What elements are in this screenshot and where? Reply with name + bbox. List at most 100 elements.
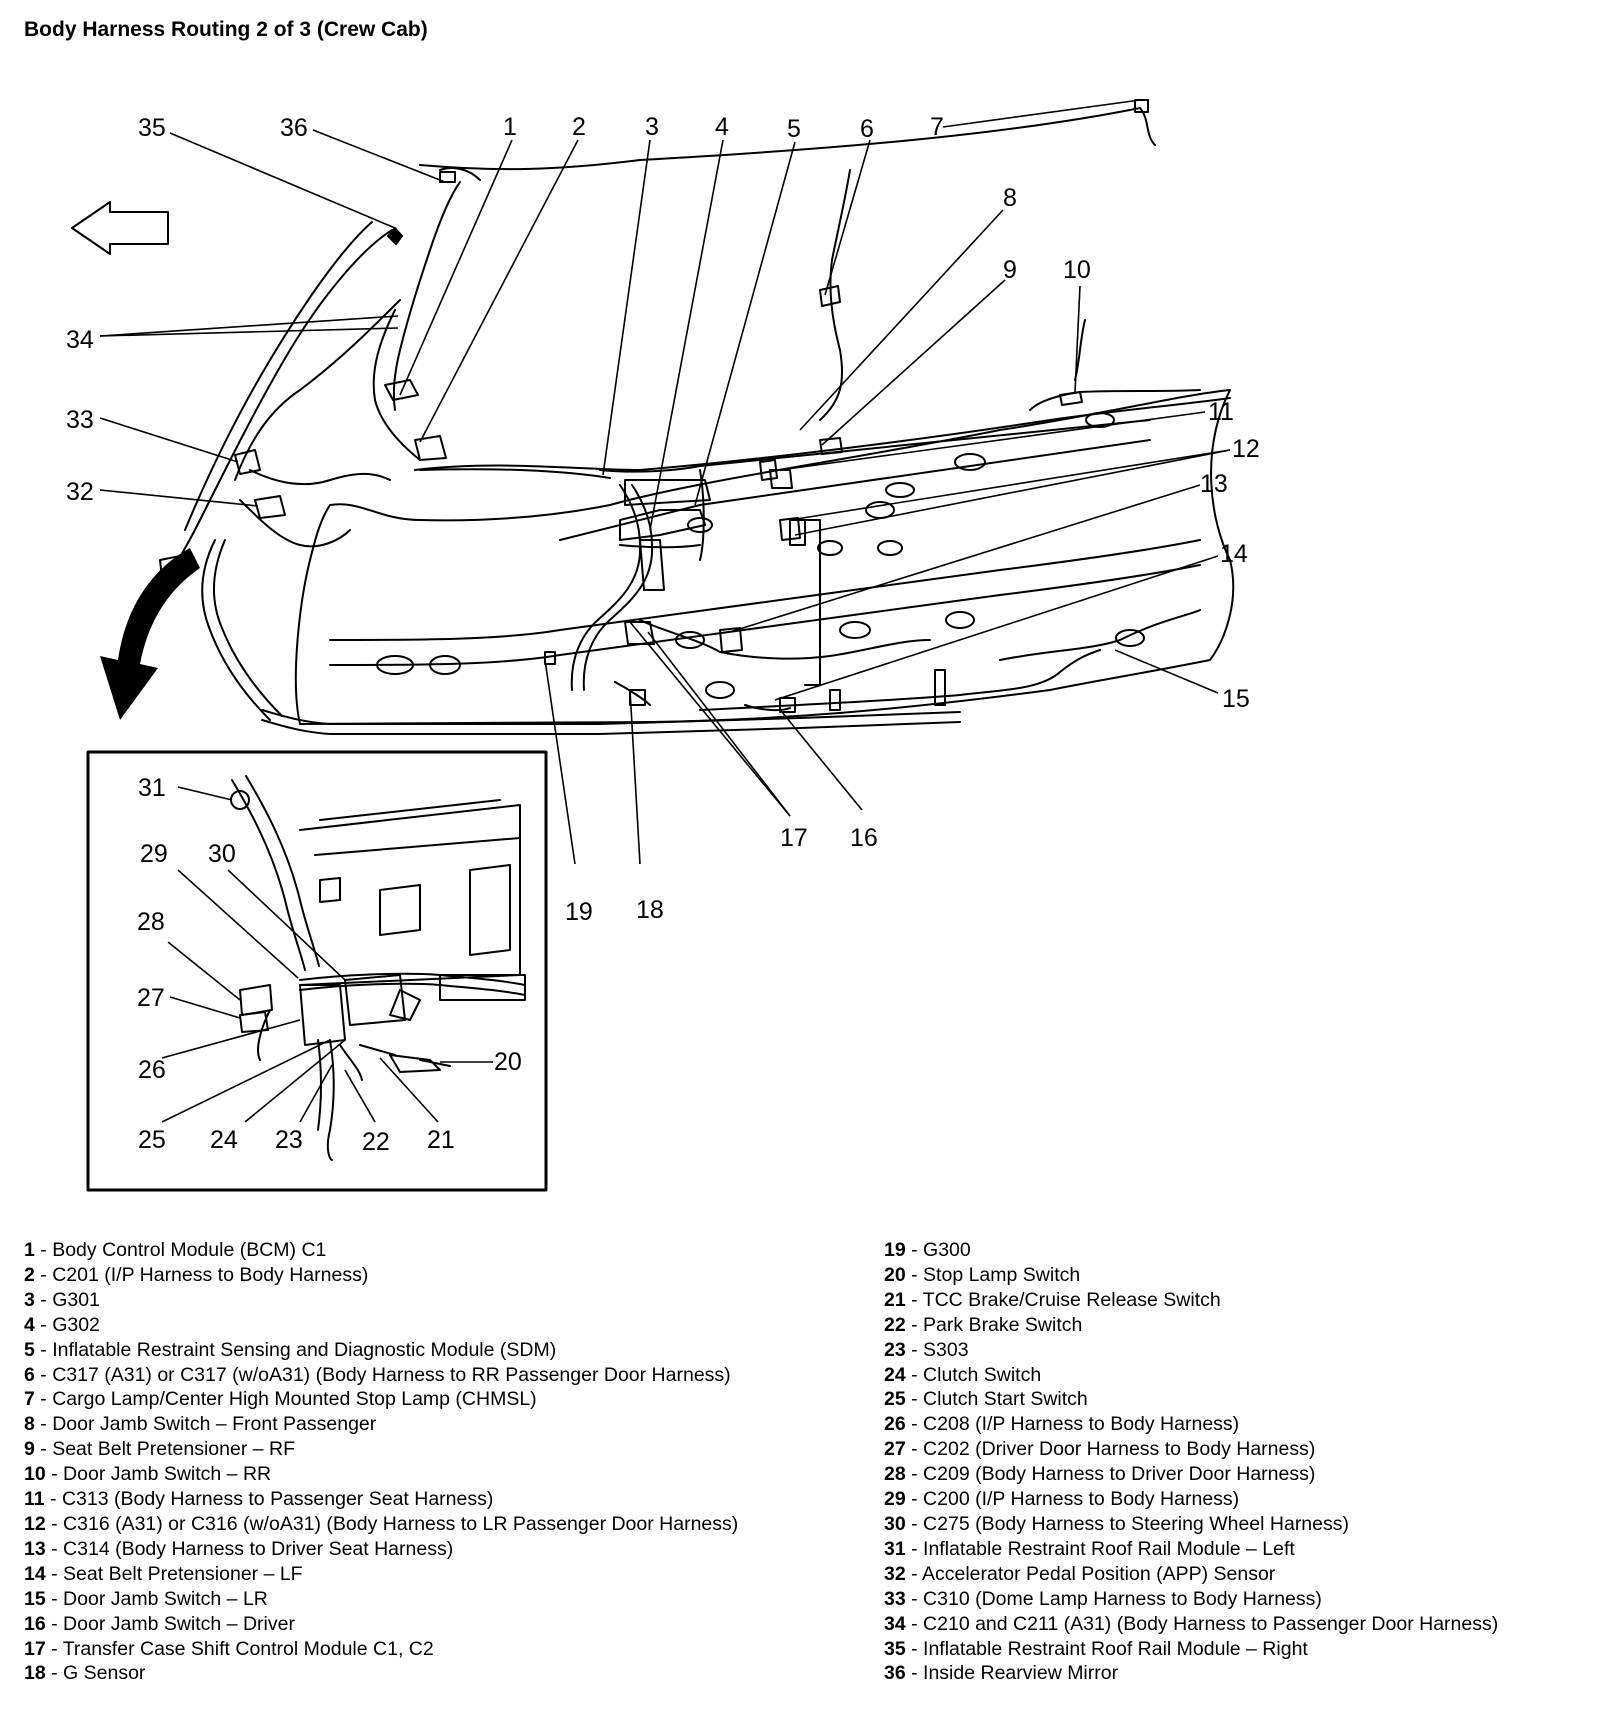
inset-drawing xyxy=(230,775,526,1161)
legend-item-text: Inside Rearview Mirror xyxy=(923,1662,1119,1685)
legend-item: 19 - G300 xyxy=(884,1238,1498,1263)
legend-item-text: Door Jamb Switch – Driver xyxy=(63,1612,295,1635)
callout-labels: 1 2 3 4 5 6 7 8 9 10 11 12 13 14 15 16 1… xyxy=(66,113,1260,1156)
roof-harness xyxy=(419,107,1141,171)
legend-item: 33 - C310 (Dome Lamp Harness to Body Har… xyxy=(884,1587,1498,1612)
legend-item-number: 25 xyxy=(884,1388,906,1411)
legend-item-separator: - xyxy=(905,1388,924,1411)
legend-item-separator: - xyxy=(905,1239,924,1261)
legend-item-separator: - xyxy=(905,1537,924,1560)
callout-2: 2 xyxy=(572,113,586,141)
legend-item-separator: - xyxy=(905,1338,924,1361)
legend-item: 3 - G301 xyxy=(24,1288,738,1313)
legend-item-text: Clutch Start Switch xyxy=(923,1388,1088,1411)
callout-21: 21 xyxy=(427,1126,455,1154)
callout-32: 32 xyxy=(66,478,94,506)
legend-item-text: Door Jamb Switch – RR xyxy=(63,1463,272,1486)
legend-item: 12 - C316 (A31) or C316 (w/oA31) (Body H… xyxy=(24,1512,738,1537)
legend-item: 29 - C200 (I/P Harness to Body Harness) xyxy=(884,1487,1498,1512)
callout-5: 5 xyxy=(787,115,801,143)
legend-item-number: 12 xyxy=(24,1512,46,1535)
callout-19: 19 xyxy=(565,898,593,926)
legend-item-separator: - xyxy=(905,1662,924,1685)
legend-item-separator: - xyxy=(34,1438,53,1461)
legend-item-separator: - xyxy=(45,1537,64,1560)
legend-item-text: Inflatable Restraint Sensing and Diagnos… xyxy=(52,1338,557,1361)
legend-item-separator: - xyxy=(34,1388,53,1411)
legend-item-text: C310 (Dome Lamp Harness to Body Harness) xyxy=(923,1587,1322,1610)
legend-item: 21 - TCC Brake/Cruise Release Switch xyxy=(884,1288,1498,1313)
legend-item-separator: - xyxy=(905,1562,922,1585)
legend-item-text: C314 (Body Harness to Driver Seat Harnes… xyxy=(63,1537,454,1560)
callout-3: 3 xyxy=(645,113,659,141)
callout-4: 4 xyxy=(715,113,729,141)
legend-item: 10 - Door Jamb Switch – RR xyxy=(24,1462,738,1487)
legend-item-number: 2 xyxy=(24,1263,35,1286)
legend-item-number: 26 xyxy=(884,1413,906,1436)
inset-frame xyxy=(86,750,548,1192)
legend-item-separator: - xyxy=(45,1662,64,1685)
legend-item-text: C201 (I/P Harness to Body Harness) xyxy=(52,1263,369,1286)
callout-26: 26 xyxy=(138,1056,166,1084)
legend-item: 30 - C275 (Body Harness to Steering Whee… xyxy=(884,1512,1498,1537)
legend-item-separator: - xyxy=(34,1288,53,1311)
legend-item-separator: - xyxy=(34,1313,53,1336)
callout-11: 11 xyxy=(1208,398,1234,426)
legend-item-number: 1 xyxy=(24,1239,35,1261)
legend-item-separator: - xyxy=(905,1587,924,1610)
legend-item-separator: - xyxy=(34,1413,53,1436)
legend-item-text: C316 (A31) or C316 (w/oA31) (Body Harnes… xyxy=(63,1512,739,1535)
callout-18: 18 xyxy=(636,896,664,924)
legend-item: 24 - Clutch Switch xyxy=(884,1363,1498,1388)
legend-item: 4 - G302 xyxy=(24,1313,738,1338)
legend-item: 31 - Inflatable Restraint Roof Rail Modu… xyxy=(884,1537,1498,1562)
legend-item-separator: - xyxy=(34,1338,53,1361)
legend-item-separator: - xyxy=(45,1512,64,1535)
callout-24: 24 xyxy=(210,1126,238,1154)
legend-item-text: Transfer Case Shift Control Module C1, C… xyxy=(62,1637,434,1660)
callout-27: 27 xyxy=(137,984,165,1012)
legend-item-number: 3 xyxy=(24,1288,35,1311)
legend-item-text: S303 xyxy=(923,1338,969,1361)
legend-item: 23 - S303 xyxy=(884,1338,1498,1363)
callout-15: 15 xyxy=(1222,685,1250,713)
legend-item: 26 - C208 (I/P Harness to Body Harness) xyxy=(884,1412,1498,1437)
legend-item-text: Body Control Module (BCM) C1 xyxy=(52,1239,327,1261)
callout-31: 31 xyxy=(138,774,166,802)
legend-item-separator: - xyxy=(45,1587,64,1610)
legend-item-number: 17 xyxy=(24,1637,46,1660)
legend-item-text: Cargo Lamp/Center High Mounted Stop Lamp… xyxy=(52,1388,537,1411)
legend-item-separator: - xyxy=(905,1512,924,1535)
legend-item: 32 - Accelerator Pedal Position (APP) Se… xyxy=(884,1562,1498,1587)
legend-item-separator: - xyxy=(45,1562,64,1585)
legend-item-number: 28 xyxy=(884,1463,906,1486)
legend-item-number: 4 xyxy=(24,1313,35,1336)
legend-item-number: 14 xyxy=(24,1562,46,1585)
legend-item: 20 - Stop Lamp Switch xyxy=(884,1263,1498,1288)
legend-item-separator: - xyxy=(905,1263,924,1286)
legend-item-number: 33 xyxy=(884,1587,906,1610)
legend-item-separator: - xyxy=(905,1313,924,1336)
legend-item-number: 15 xyxy=(24,1587,46,1610)
legend-item-text: C200 (I/P Harness to Body Harness) xyxy=(923,1488,1240,1511)
legend-item-number: 20 xyxy=(884,1263,906,1286)
legend-item-text: C313 (Body Harness to Passenger Seat Har… xyxy=(61,1488,494,1511)
legend-item-number: 19 xyxy=(884,1239,906,1261)
legend-item-text: Accelerator Pedal Position (APP) Sensor xyxy=(921,1562,1276,1585)
leader-lines xyxy=(99,99,1231,1123)
legend-item: 27 - C202 (Driver Door Harness to Body H… xyxy=(884,1437,1498,1462)
legend-item-separator: - xyxy=(45,1612,64,1635)
legend-item: 1 - Body Control Module (BCM) C1 xyxy=(24,1238,738,1263)
legend-item: 35 - Inflatable Restraint Roof Rail Modu… xyxy=(884,1637,1498,1662)
legend-item: 11 - C313 (Body Harness to Passenger Sea… xyxy=(24,1487,738,1512)
legend-item: 22 - Park Brake Switch xyxy=(884,1313,1498,1338)
legend-item-separator: - xyxy=(44,1488,62,1511)
callout-30: 30 xyxy=(208,840,236,868)
front-direction-arrow xyxy=(71,201,169,255)
legend-item-separator: - xyxy=(905,1438,924,1461)
legend-item-text: G Sensor xyxy=(63,1662,146,1685)
legend-item-text: Seat Belt Pretensioner – LF xyxy=(63,1562,303,1585)
legend-item-separator: - xyxy=(905,1363,924,1386)
legend-item-number: 18 xyxy=(24,1662,46,1685)
